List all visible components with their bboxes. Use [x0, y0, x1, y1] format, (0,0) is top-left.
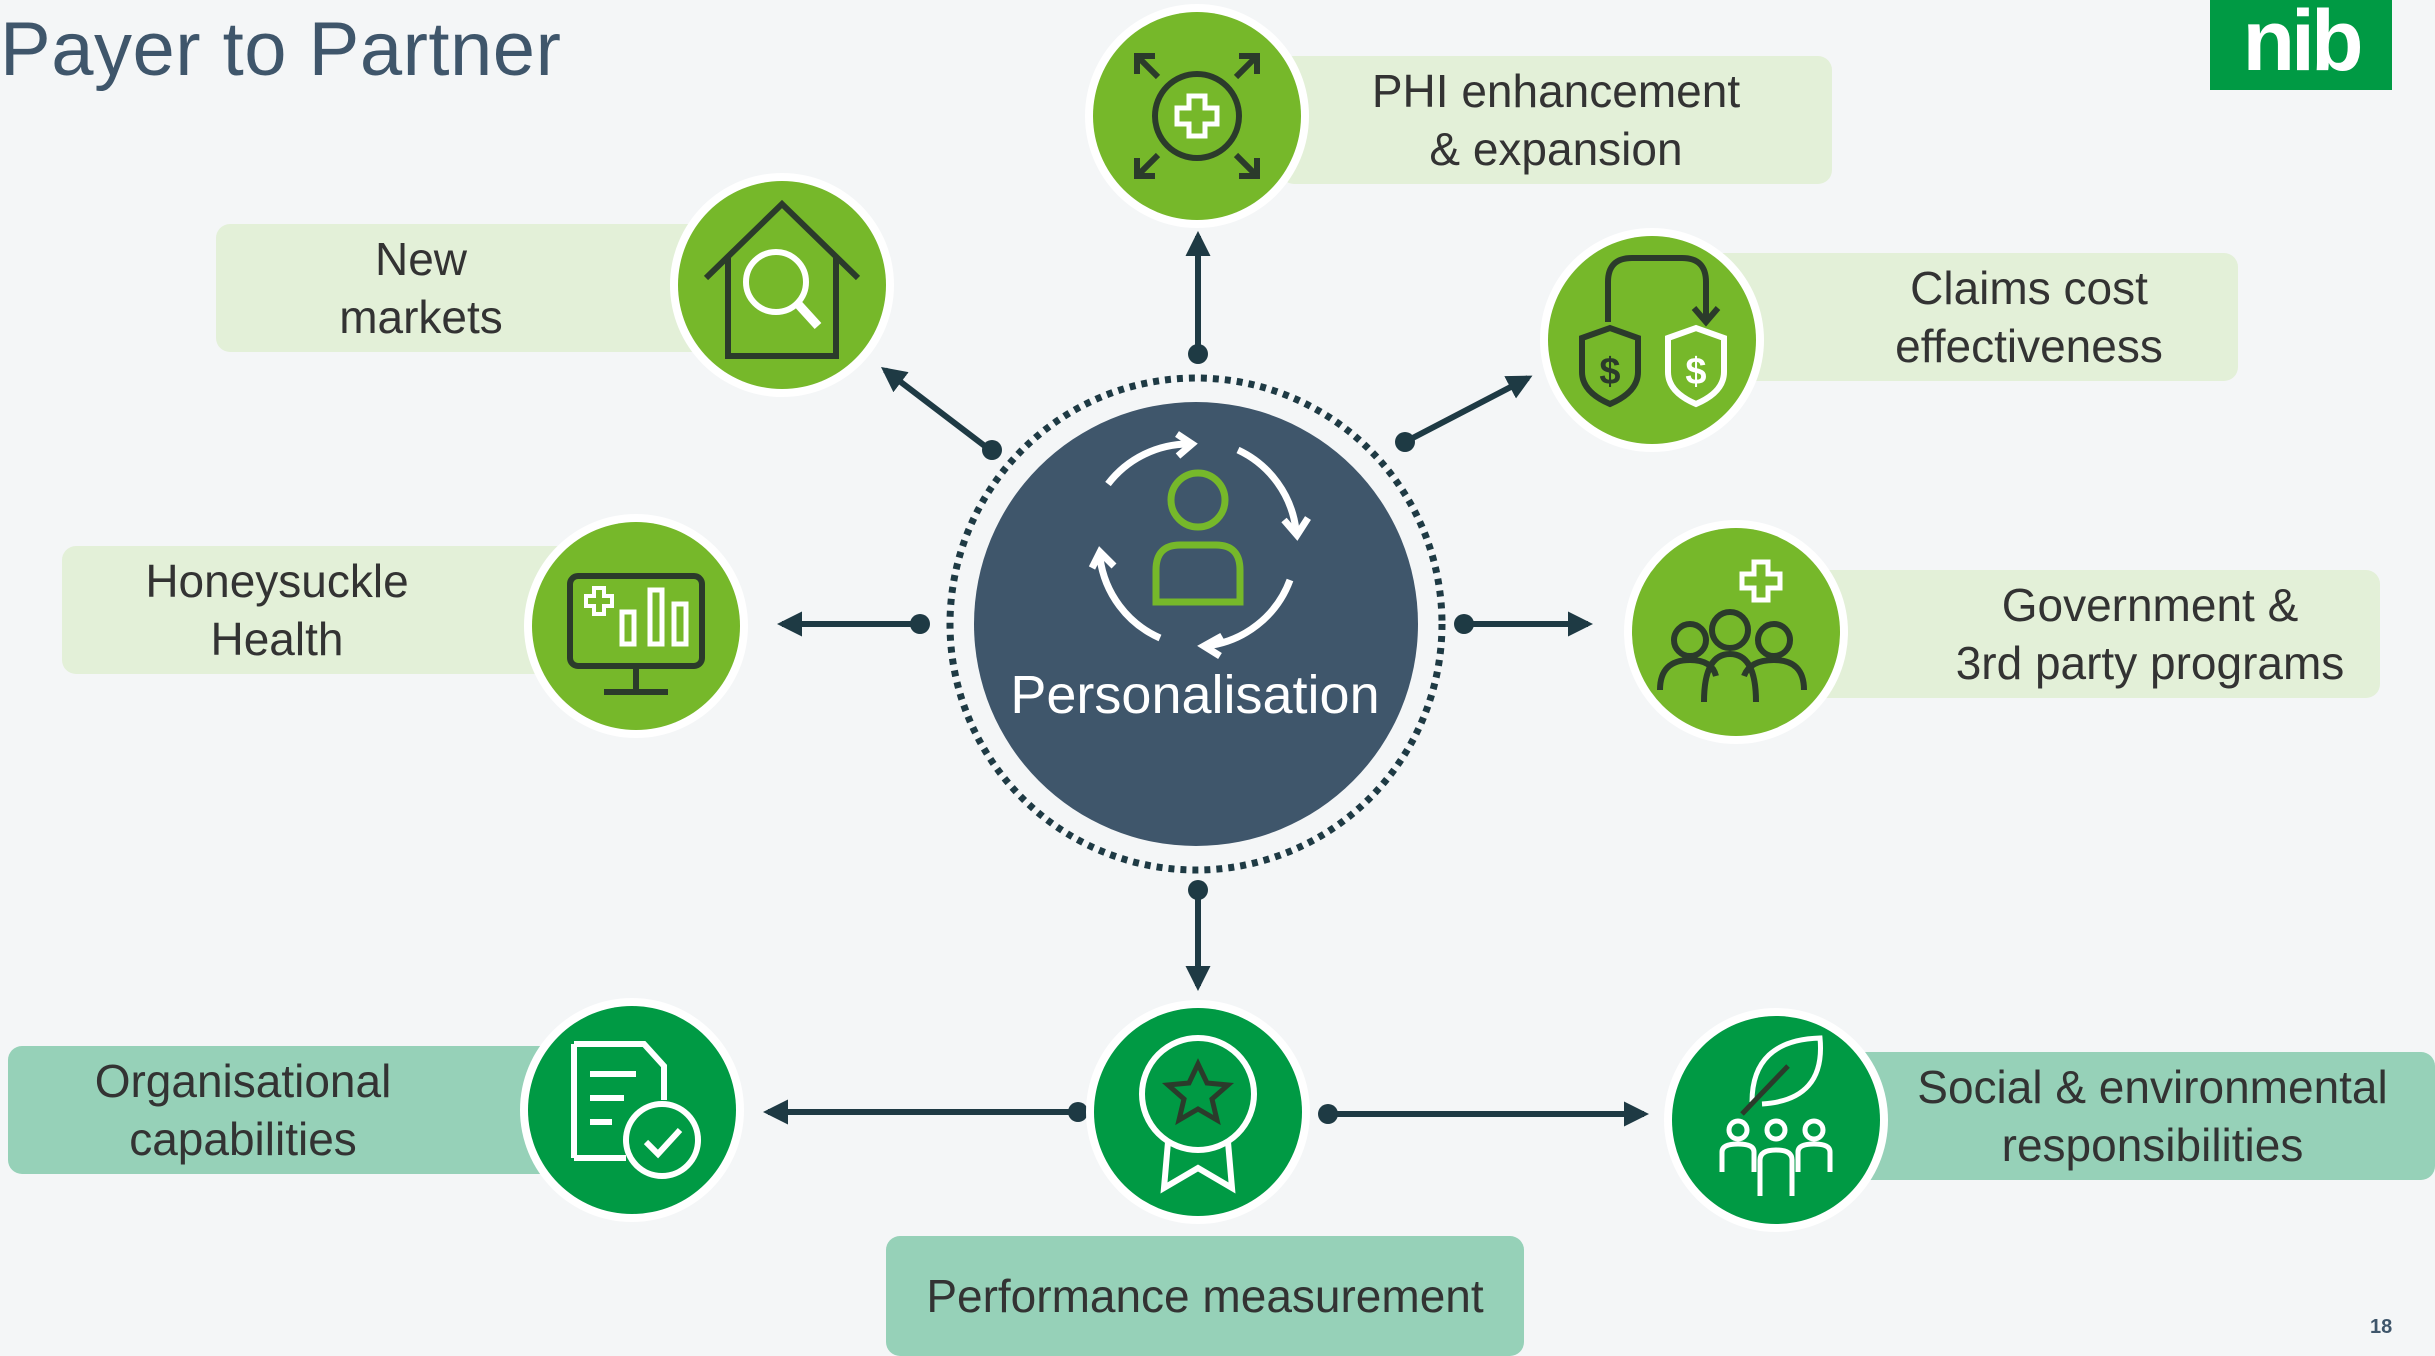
page-title: Payer to Partner: [0, 7, 562, 92]
label-government: Government & 3rd party programs: [1800, 570, 2380, 698]
node-claims: $ $: [1540, 228, 1764, 452]
connector-honeysuckle: [776, 611, 930, 637]
connector-organisational: [762, 1099, 1088, 1125]
node-organisational: [520, 998, 744, 1222]
connector-social: [1318, 1101, 1650, 1127]
node-government: [1624, 520, 1848, 744]
node-new-markets: [670, 173, 894, 397]
group-plus-icon: [1657, 609, 1807, 703]
node-honeysuckle: [524, 514, 748, 738]
node-performance: [1086, 1000, 1310, 1224]
label-honeysuckle: Honeysuckle Health: [62, 546, 602, 674]
connector-performance: [1185, 880, 1211, 992]
connector-claims: [1395, 375, 1533, 452]
label-organisational: Organisational capabilities: [8, 1046, 568, 1174]
health-expand-icon: [1134, 53, 1260, 179]
house-search-icon: [703, 199, 861, 359]
node-phi: [1085, 4, 1309, 228]
svg-text:$: $: [1685, 351, 1706, 393]
nib-logo: nib: [2210, 0, 2392, 90]
leaf-people-icon: [1719, 1035, 1833, 1196]
label-social: Social & environmental responsibilities: [1850, 1052, 2435, 1180]
connector-phi: [1185, 230, 1211, 364]
monitor-chart-icon: [567, 573, 705, 695]
page-number: 18: [2370, 1316, 2393, 1338]
connectors: [762, 230, 1650, 1127]
label-claims: Claims cost effectiveness: [1700, 253, 2238, 381]
dollar-shields-icon: [1579, 255, 1727, 408]
hub-label: Personalisation: [1010, 665, 1380, 725]
award-star-icon: [1139, 1035, 1257, 1194]
hub: [946, 374, 1446, 874]
document-check-icon: [571, 1041, 701, 1179]
label-phi: PHI enhancement & expansion: [1280, 56, 1832, 184]
label-new-markets: New markets: [216, 224, 736, 352]
connector-government: [1454, 611, 1594, 637]
person-cycle-icon: [1088, 431, 1311, 659]
connector-new-markets: [880, 366, 1002, 460]
label-performance: Performance measurement: [886, 1236, 1524, 1356]
node-social: [1664, 1008, 1888, 1232]
svg-text:$: $: [1599, 351, 1620, 393]
